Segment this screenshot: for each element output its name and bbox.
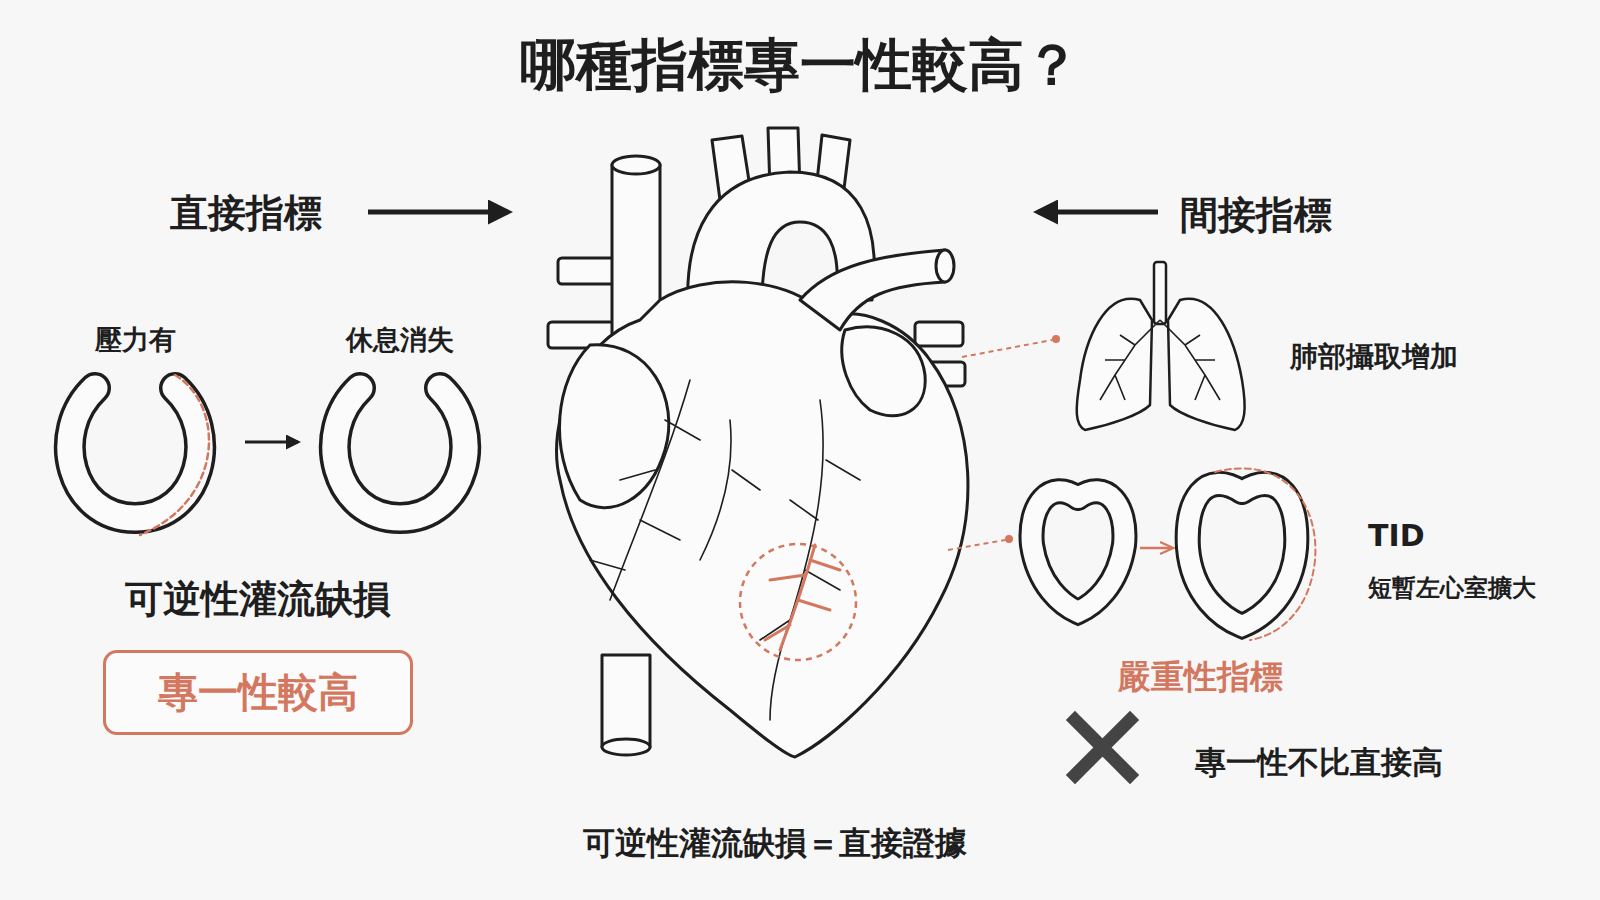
tid-label: TID <box>1368 518 1425 553</box>
cross-mark <box>1075 720 1130 775</box>
bronchi <box>1100 320 1220 400</box>
severity-label: 嚴重性指標 <box>1118 655 1283 700</box>
sequence-arrow <box>245 441 298 444</box>
sequence-arrow <box>1140 547 1172 550</box>
tid-desc: 短暫左心室擴大 <box>1368 572 1536 604</box>
leader-dot <box>1052 335 1060 343</box>
myocardium-stress <box>70 375 209 535</box>
coronary-arteries <box>590 380 860 720</box>
highlight-box: 專一性較高 <box>103 650 413 735</box>
myocardium-rest <box>335 388 465 518</box>
leader-dot <box>1005 535 1013 543</box>
box-text: 專一性較高 <box>158 665 358 720</box>
note-label: 專一性不比直接高 <box>1195 742 1443 784</box>
ventricle-dilated <box>1188 468 1316 640</box>
stress-label: 壓力有 <box>95 322 176 358</box>
direct-label: 直接指標 <box>170 188 322 239</box>
ventricle-small <box>1032 491 1125 612</box>
title: 哪種指標專一性較高？ <box>520 28 1080 104</box>
pointer-arrow <box>1038 210 1158 215</box>
caption: 可逆性灌流缺損＝直接證據 <box>583 822 967 866</box>
heart <box>548 128 968 757</box>
rest-label: 休息消失 <box>346 322 454 358</box>
ischemia-circle <box>740 544 856 660</box>
leader-line <box>962 340 1052 357</box>
indirect-label: 間接指標 <box>1180 190 1332 241</box>
lungs <box>1077 262 1245 430</box>
pointer-arrow <box>368 210 508 215</box>
lung-label: 肺部攝取增加 <box>1290 338 1458 376</box>
ischemic-branch <box>765 545 840 650</box>
finding-label: 可逆性灌流缺損 <box>125 574 391 625</box>
leader-line <box>948 540 1005 550</box>
